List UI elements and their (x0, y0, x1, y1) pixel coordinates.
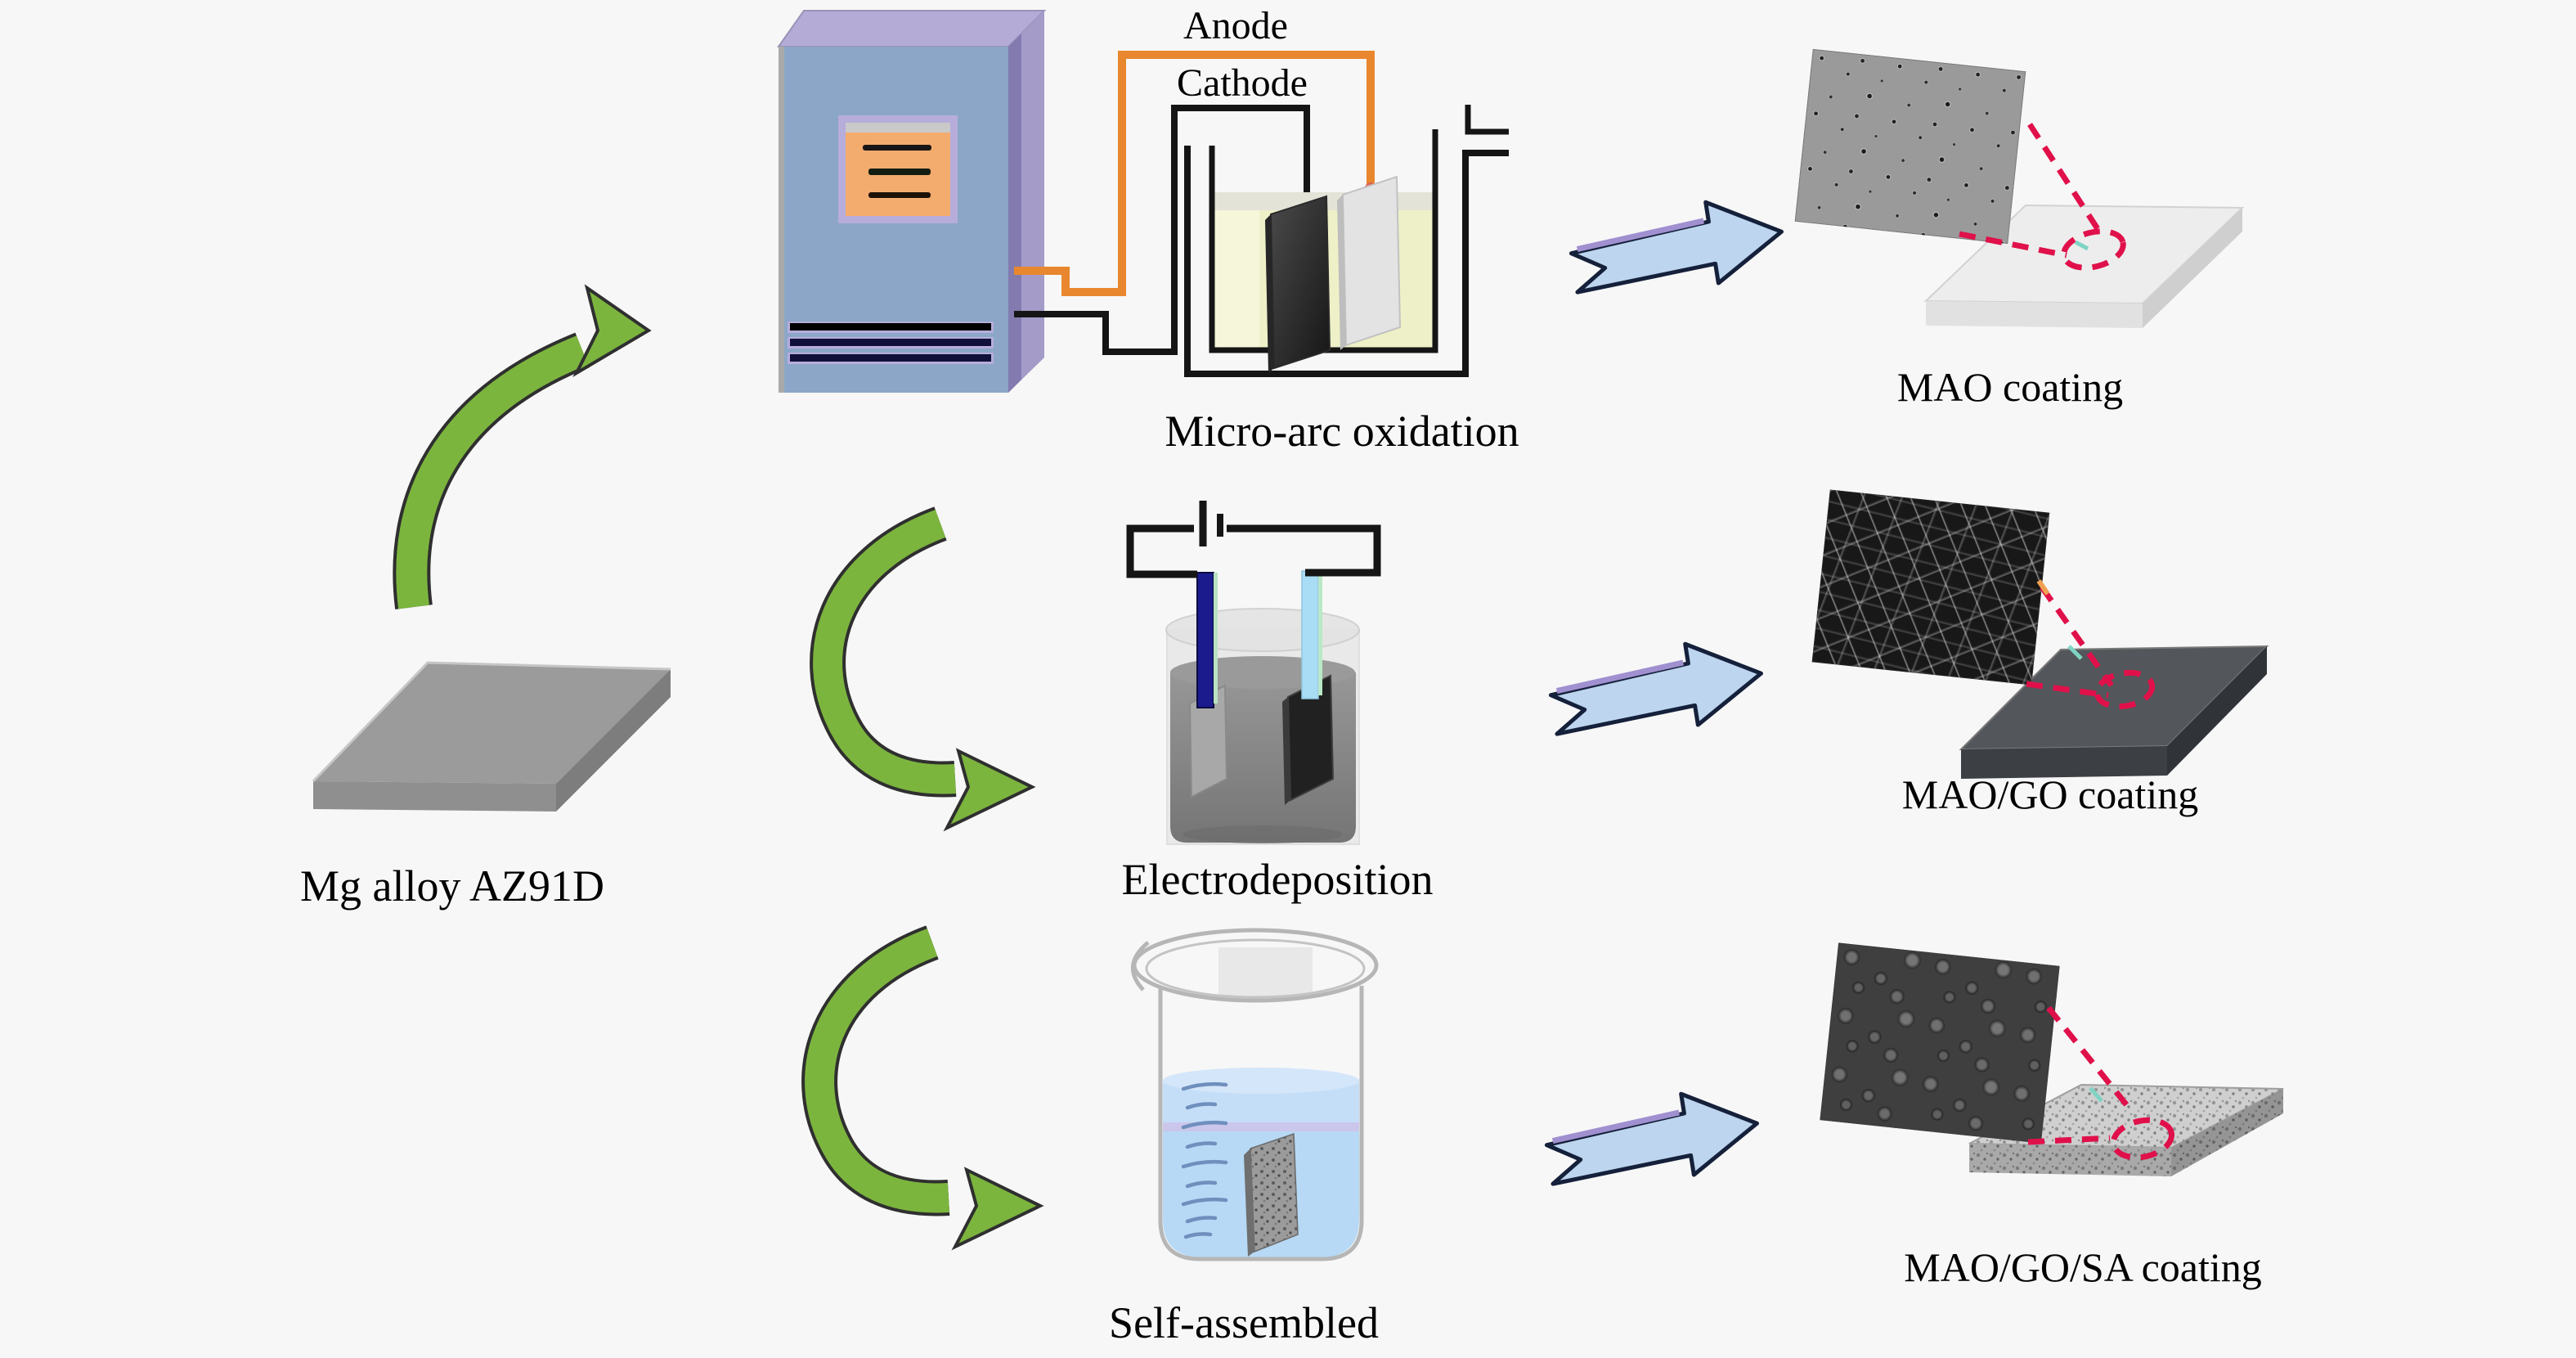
ribbon-arrow-mao-go-sa (1544, 1091, 1759, 1186)
cathode-wire (1014, 105, 1310, 355)
cathode-label: Cathode (1177, 61, 1308, 105)
anode-label: Anode (1183, 4, 1288, 47)
bath-cathode-plate (1265, 195, 1331, 373)
ribbon-arrow-mao-go (1548, 641, 1763, 736)
ed-electrode-rods (1196, 570, 1322, 708)
ribbon-arrow-mao (1568, 200, 1784, 295)
psu-vents (788, 322, 994, 364)
battery-icon (1199, 501, 1223, 546)
bath-anode-plate (1337, 175, 1402, 350)
bath-clamp (1465, 105, 1509, 135)
glass-beaker-icon (1130, 928, 1379, 1261)
result-label-mao-go-sa-coating: MAO/GO/SA coating (1904, 1244, 2262, 1290)
psu-display-panel (838, 115, 958, 223)
go-sem-micrograph (1811, 489, 2050, 686)
electrodeposition-cell (1126, 501, 1381, 845)
process-label-self-assembled: Self-assembled (1109, 1298, 1379, 1347)
result-label-mao-coating: MAO coating (1896, 364, 2124, 410)
curved-arrow-to-self-assembly (801, 925, 1044, 1251)
mao-sem-micrograph (1794, 48, 2026, 245)
mg-substrate-slab (312, 661, 671, 812)
substrate-label: Mg alloy AZ91D (300, 861, 604, 911)
ed-right-plate (1282, 674, 1335, 805)
curved-arrow-to-electrodeposition (810, 506, 1036, 832)
power-supply-icon (777, 10, 1047, 393)
process-label-electrodeposition: Electrodeposition (1121, 855, 1434, 904)
process-label-mao: Micro-arc oxidation (1165, 407, 1519, 456)
sa-sem-micrograph (1820, 942, 2060, 1144)
ed-circuit (1126, 524, 1381, 578)
electrolytic-bath-icon (1184, 105, 1509, 377)
anode-wire (1014, 51, 1375, 296)
graduation-marks (1181, 1081, 1228, 1239)
sa-sample-plate (1244, 1132, 1299, 1257)
result-label-mao-go-coating: MAO/GO coating (1901, 771, 2199, 817)
curved-arrow-to-mao (393, 284, 652, 609)
